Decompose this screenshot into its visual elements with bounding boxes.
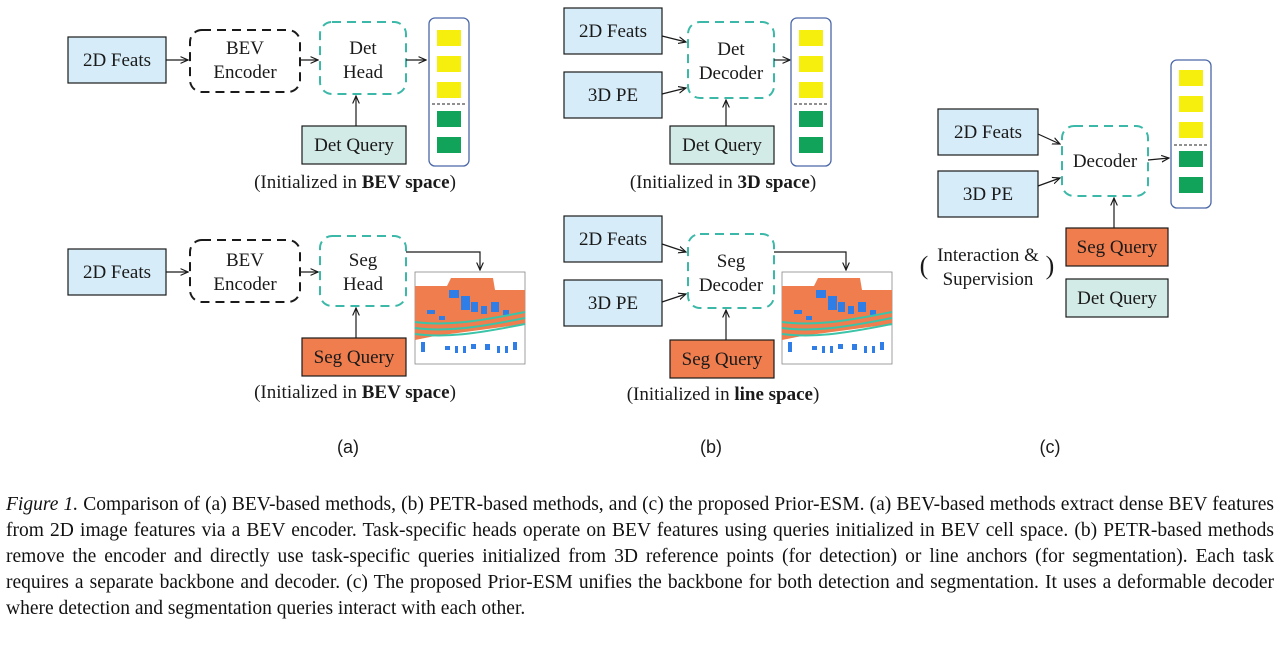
det-output-token	[799, 56, 823, 72]
det-query-box	[669, 125, 775, 165]
arrow	[1037, 178, 1060, 187]
architecture-comparison-diagram: 2D Feats BEV Encoder Det Head Det Query …	[67, 7, 1212, 457]
feats-2d-box	[67, 248, 167, 296]
figure-caption: Figure 1. Comparison of (a) BEV-based me…	[6, 492, 1274, 622]
arrow	[661, 35, 686, 42]
output-token-stack	[790, 17, 832, 167]
det-output-token	[437, 82, 461, 98]
det-head-label-1: Det	[349, 38, 377, 59]
seg-head-label-2: Head	[343, 274, 384, 295]
det-output-token	[437, 30, 461, 46]
supervision-label: Supervision	[943, 269, 1034, 290]
seg-head-label-1: Seg	[349, 250, 378, 271]
init-caption-bev-det: (Initialized in BEV space)	[254, 172, 456, 193]
det-decoder-box	[687, 21, 775, 99]
det-query-label: Det Query	[682, 135, 762, 156]
arrow	[406, 251, 480, 270]
seg-query-box	[1065, 227, 1169, 267]
feats-2d-box	[937, 108, 1039, 156]
bev-encoder-label-1: BEV	[226, 38, 264, 59]
arrow	[661, 88, 686, 95]
panel-label-b: (b)	[700, 437, 722, 457]
feats-2d-box	[67, 36, 167, 84]
det-query-box	[1065, 278, 1169, 318]
init-caption-line: (Initialized in line space)	[627, 384, 820, 405]
det-output-token	[1179, 70, 1203, 86]
pe-3d-label: 3D PE	[588, 85, 638, 106]
bev-encoder-box	[189, 239, 301, 303]
pe-3d-label: 3D PE	[588, 293, 638, 314]
interaction-label: Interaction &	[937, 245, 1039, 266]
seg-output-token	[1179, 177, 1203, 193]
seg-output-token	[437, 137, 461, 153]
bev-encoder-label-1: BEV	[226, 250, 264, 271]
arrow	[661, 243, 686, 252]
feats-2d-label: 2D Feats	[579, 21, 647, 42]
det-query-label: Det Query	[314, 135, 394, 156]
arrow	[661, 294, 686, 303]
open-paren: (	[920, 251, 929, 280]
panel-c-prior-esm: 2D Feats 3D PE Decoder Seg Query Det Que…	[920, 59, 1212, 318]
figure-label: Figure 1.	[6, 494, 79, 515]
det-decoder-label-1: Det	[717, 39, 745, 60]
pe-3d-box	[563, 71, 663, 119]
seg-output-token	[437, 111, 461, 127]
output-token-stack	[1170, 59, 1212, 209]
seg-head-box	[319, 235, 407, 307]
decoder-box	[1061, 125, 1149, 197]
seg-query-box	[301, 337, 407, 377]
pe-3d-box	[937, 170, 1039, 218]
det-head-box	[319, 21, 407, 95]
feats-2d-box	[563, 7, 663, 55]
init-caption-3d: (Initialized in 3D space)	[630, 172, 816, 193]
feats-2d-label: 2D Feats	[83, 50, 151, 71]
seg-query-label: Seg Query	[1077, 237, 1158, 258]
bev-segmentation-map	[414, 271, 526, 365]
panel-a-detection: 2D Feats BEV Encoder Det Head Det Query …	[67, 17, 470, 193]
arrow	[1037, 133, 1060, 144]
feats-2d-label: 2D Feats	[83, 262, 151, 283]
det-head-label-2: Head	[343, 62, 384, 83]
bev-encoder-box	[189, 29, 301, 93]
bev-segmentation-map	[781, 271, 893, 365]
seg-output-token	[799, 137, 823, 153]
seg-output-token	[799, 111, 823, 127]
det-decoder-label-2: Decoder	[699, 63, 764, 84]
panel-b-detection: 2D Feats 3D PE Det Decoder Det Query (In…	[563, 7, 832, 193]
seg-decoder-label-2: Decoder	[699, 275, 764, 296]
seg-query-box	[669, 339, 775, 379]
det-query-box	[301, 125, 407, 165]
seg-query-label: Seg Query	[682, 349, 763, 370]
det-output-token	[1179, 122, 1203, 138]
bev-encoder-label-2: Encoder	[213, 62, 277, 83]
det-output-token	[1179, 96, 1203, 112]
init-caption-bev-seg: (Initialized in BEV space)	[254, 382, 456, 403]
panel-label-a: (a)	[337, 437, 359, 457]
det-query-label: Det Query	[1077, 288, 1157, 309]
det-output-token	[799, 82, 823, 98]
arrow	[774, 251, 846, 270]
panel-b-segmentation: 2D Feats 3D PE Seg Decoder Seg Query (In…	[563, 215, 893, 405]
bev-encoder-label-2: Encoder	[213, 274, 277, 295]
output-token-stack	[428, 17, 470, 167]
seg-decoder-label-1: Seg	[717, 251, 746, 272]
figure-caption-text: Comparison of (a) BEV-based methods, (b)…	[6, 494, 1274, 619]
seg-decoder-box	[687, 233, 775, 309]
pe-3d-label: 3D PE	[963, 184, 1013, 205]
det-output-token	[799, 30, 823, 46]
det-output-token	[437, 56, 461, 72]
close-paren: )	[1046, 251, 1055, 280]
panel-a-segmentation: 2D Feats BEV Encoder Seg Head Seg Query …	[67, 235, 526, 403]
feats-2d-label: 2D Feats	[954, 122, 1022, 143]
panel-label-c: (c)	[1040, 437, 1061, 457]
feats-2d-box	[563, 215, 663, 263]
seg-query-label: Seg Query	[314, 347, 395, 368]
arrow	[1147, 158, 1169, 160]
pe-3d-box	[563, 279, 663, 327]
feats-2d-label: 2D Feats	[579, 229, 647, 250]
decoder-label: Decoder	[1073, 151, 1138, 172]
seg-output-token	[1179, 151, 1203, 167]
